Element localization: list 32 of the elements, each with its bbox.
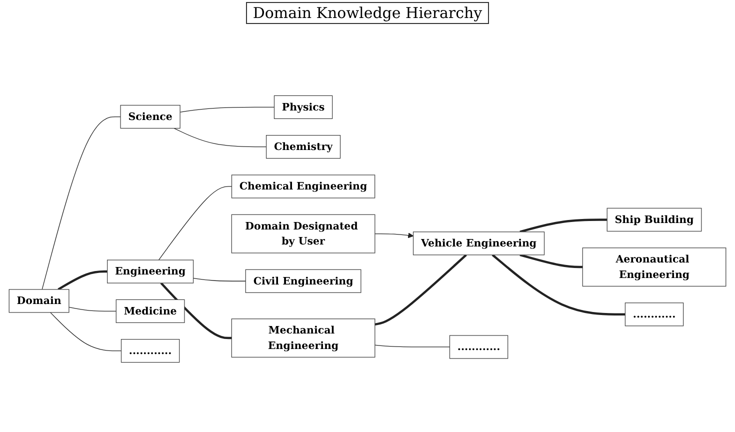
connector [374,254,467,326]
node-box: Science [120,104,180,129]
node-box: Physics [274,95,333,119]
node-box: Medicine [116,299,185,323]
connector [58,270,108,290]
node-box: Civil Engineering [245,269,362,293]
node-box: ............ [624,302,684,326]
node-box: Chemical Engineering [231,174,376,198]
connector [192,278,246,282]
node-box: Domain [8,289,70,313]
node-box: Engineering [107,260,194,284]
connector [160,282,232,340]
node-box: Aeronautical Engineering [582,248,726,287]
arrow [374,232,414,238]
node-box: ............ [120,339,180,363]
node-box: Ship Building [606,208,702,232]
connector [174,128,267,148]
connector [158,186,232,260]
node-box: Chemistry [266,135,341,159]
connector [42,116,121,290]
connector [374,344,450,348]
connector [492,254,626,316]
connector [50,312,122,352]
connector [68,306,116,312]
node-box: ............ [449,335,508,359]
node-box: Domain Designated by User [231,214,376,254]
connector [520,218,608,233]
connector [520,254,583,268]
node-box: Vehicle Engineering [412,232,545,256]
node-box: Mechanical Engineering [231,318,376,358]
diagram-title: Domain Knowledge Hierarchy [246,2,490,24]
connector [180,106,275,112]
